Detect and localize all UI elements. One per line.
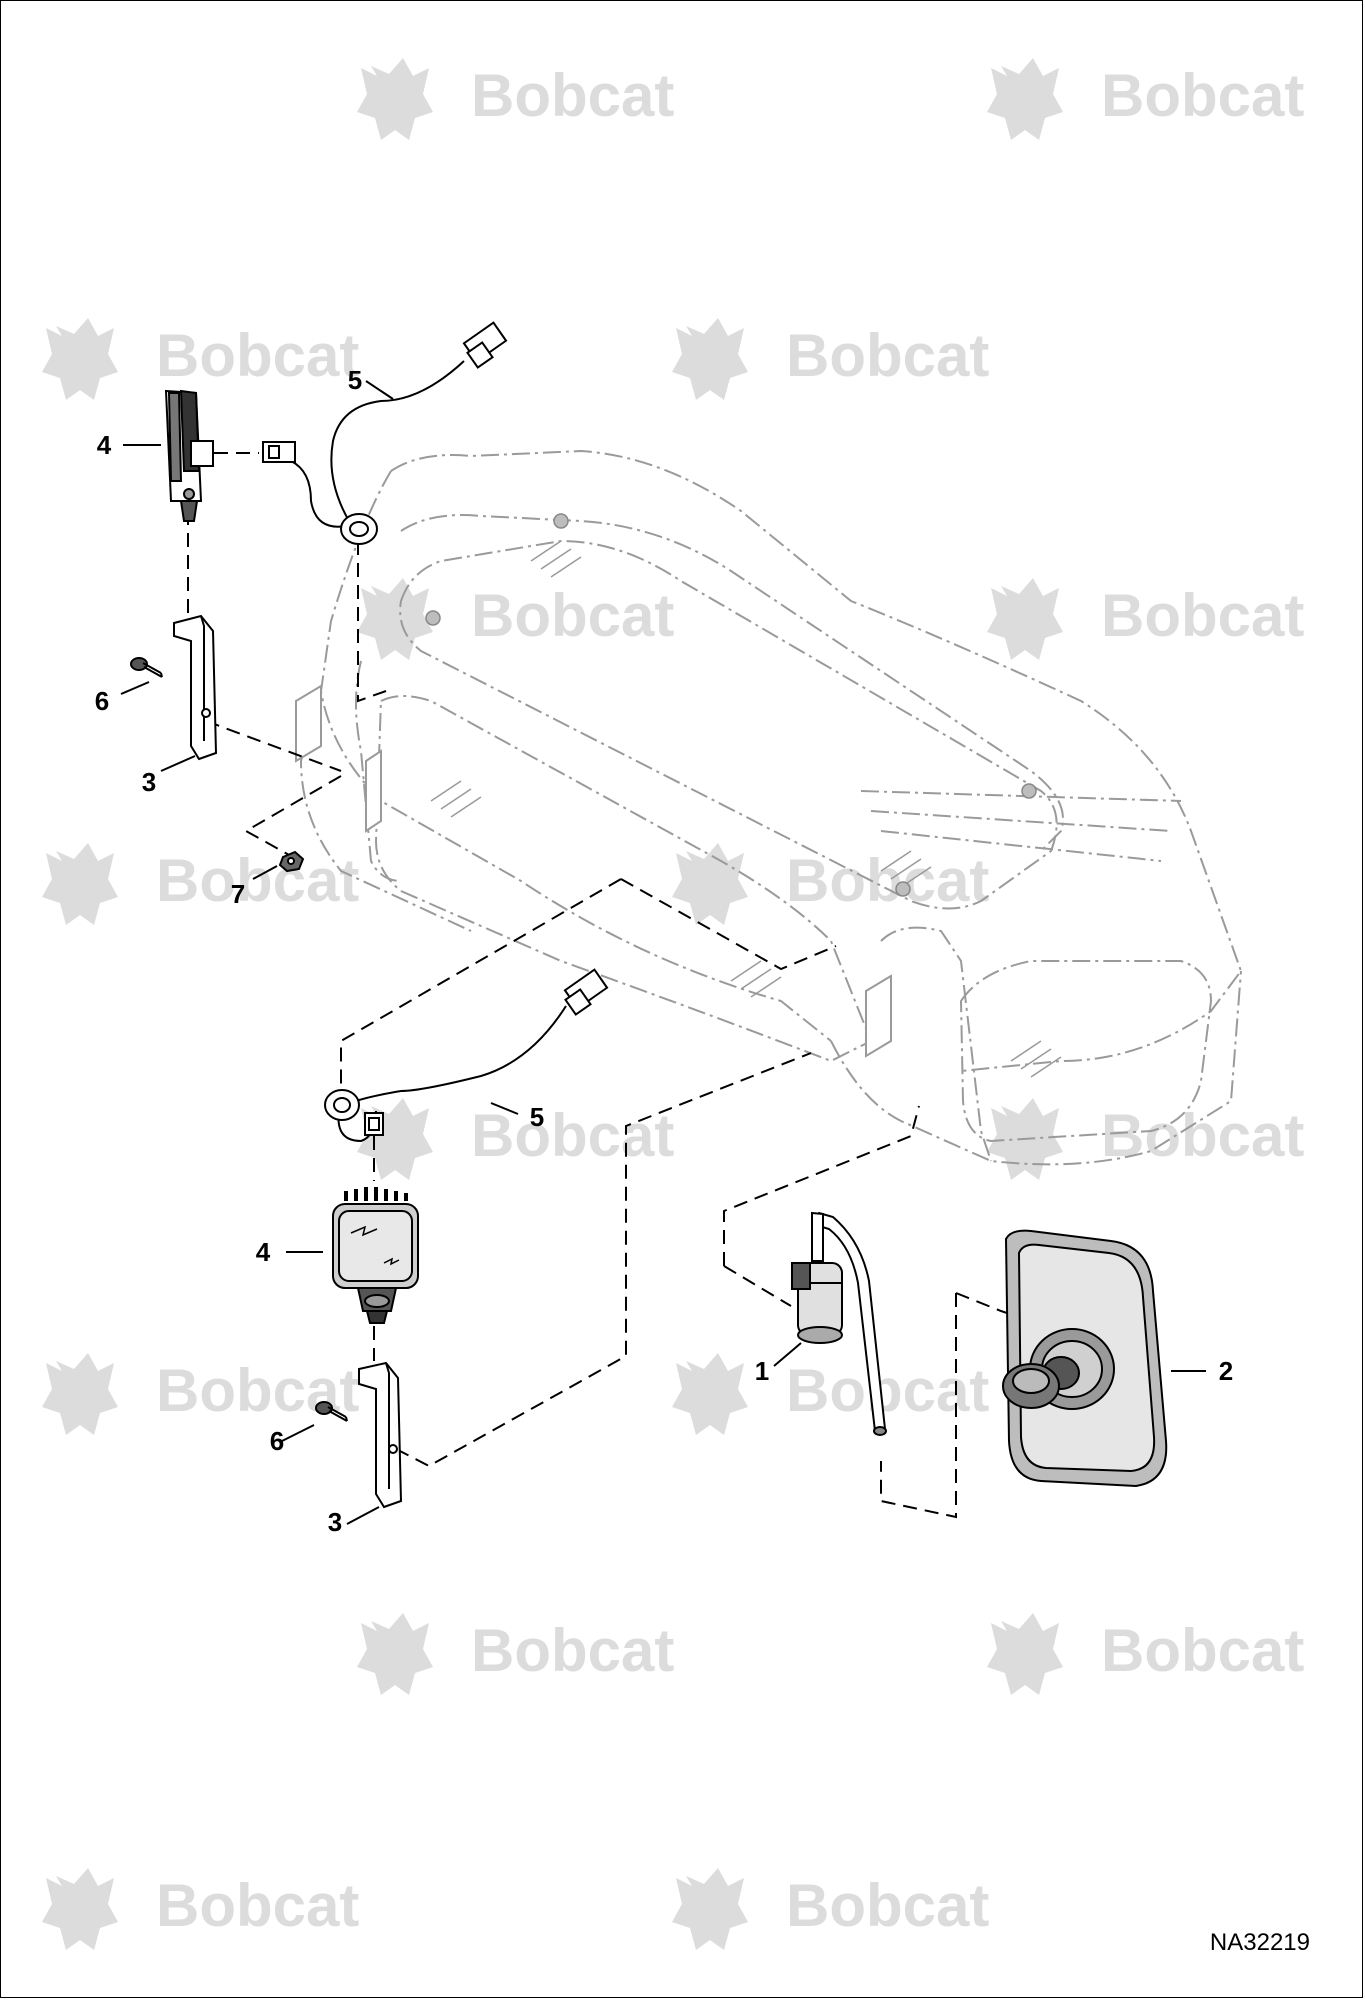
watermark-logo: Bobcat: [42, 318, 359, 400]
callout-6-lower: 6: [269, 1426, 285, 1456]
wire-harness-upper: [262, 321, 508, 545]
grommet-icon: [340, 513, 378, 545]
watermark-logo: Bobcat: [987, 1613, 1304, 1695]
connector-icon: [563, 968, 609, 1016]
cab-mount-brackets: [295, 684, 892, 1058]
bracket-upper: [173, 614, 218, 761]
callout-3-upper: 3: [141, 767, 157, 797]
bracket-lower: [358, 1361, 403, 1509]
watermark-logo: Bobcat: [672, 1868, 989, 1950]
watermark-logo: Bobcat: [42, 843, 359, 925]
svg-text:Bobcat: Bobcat: [786, 1357, 989, 1424]
watermark-logo: Bobcat: [987, 1098, 1304, 1180]
callout-6-upper: 6: [94, 686, 110, 716]
svg-text:Bobcat: Bobcat: [786, 847, 989, 914]
roof-fasteners: [425, 513, 1037, 897]
work-light-lower: [332, 1187, 419, 1324]
watermark-logo: Bobcat: [42, 1868, 359, 1950]
figure-id: NA32219: [1209, 1929, 1310, 1956]
cab-outline: [299, 449, 1243, 1166]
svg-text:Bobcat: Bobcat: [156, 1357, 359, 1424]
svg-text:Bobcat: Bobcat: [156, 322, 359, 389]
connector-icon: [462, 321, 508, 369]
svg-text:Bobcat: Bobcat: [1101, 582, 1304, 649]
nut: [278, 850, 305, 873]
watermark-logo: Bobcat: [672, 1353, 989, 1435]
watermark-logo: Bobcat: [672, 843, 989, 925]
callout-4-lower: 4: [255, 1237, 271, 1267]
mirror-arm: [791, 1211, 887, 1436]
svg-text:Bobcat: Bobcat: [1101, 62, 1304, 129]
bolt-upper: [130, 657, 163, 678]
grommet-icon: [324, 1089, 360, 1121]
bolt-lower: [315, 1401, 348, 1422]
assembly-lines: [187, 452, 1032, 1519]
svg-text:Bobcat: Bobcat: [471, 1102, 674, 1169]
callout-5-lower: 5: [529, 1102, 545, 1132]
svg-text:Bobcat: Bobcat: [471, 1617, 674, 1684]
svg-text:Bobcat: Bobcat: [1101, 1617, 1304, 1684]
watermark-logo: Bobcat: [42, 1353, 359, 1435]
svg-text:Bobcat: Bobcat: [1101, 1102, 1304, 1169]
callout-5-upper: 5: [347, 365, 363, 395]
svg-text:Bobcat: Bobcat: [786, 322, 989, 389]
work-light-upper: [164, 389, 214, 522]
callout-1: 1: [754, 1356, 770, 1386]
callout-3-lower: 3: [327, 1507, 343, 1537]
watermark-logo: Bobcat: [357, 58, 674, 140]
wire-harness-lower: [324, 968, 609, 1143]
callout-7: 7: [230, 879, 246, 909]
watermark-logo: Bobcat: [357, 578, 674, 660]
svg-text:Bobcat: Bobcat: [471, 62, 674, 129]
leader-lines: [120, 380, 1206, 1525]
watermark-logo: Bobcat: [987, 578, 1304, 660]
watermark-logo: Bobcat: [357, 1613, 674, 1695]
svg-text:Bobcat: Bobcat: [471, 582, 674, 649]
svg-text:Bobcat: Bobcat: [156, 847, 359, 914]
glass-hatching: [430, 540, 1062, 1078]
mirror: [1002, 1229, 1168, 1488]
watermark-logo: Bobcat: [672, 318, 989, 400]
svg-text:Bobcat: Bobcat: [786, 1872, 989, 1939]
connector-icon: [262, 441, 296, 463]
watermark-logo: Bobcat: [987, 58, 1304, 140]
callout-4-upper: 4: [96, 430, 112, 460]
connector-icon: [364, 1112, 384, 1136]
svg-text:Bobcat: Bobcat: [156, 1872, 359, 1939]
callout-2: 2: [1218, 1356, 1234, 1386]
